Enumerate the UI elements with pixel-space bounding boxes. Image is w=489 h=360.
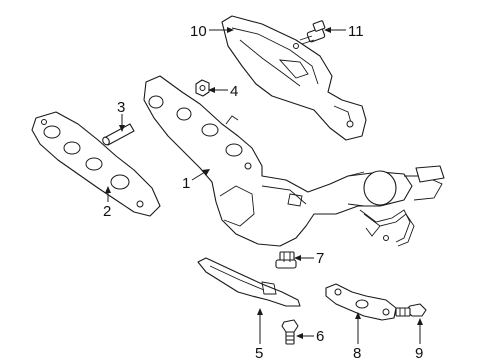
callout-8: 8: [353, 345, 361, 360]
bolt-11-part: [299, 20, 326, 45]
stud-3-part: [102, 123, 135, 146]
callout-2: 2: [103, 203, 111, 220]
callout-10: 10: [190, 23, 207, 40]
arrow-8: [355, 312, 361, 319]
bolt-9-part: [395, 303, 427, 317]
arrow-3: [119, 125, 125, 132]
lower-shield-5-part: [197, 257, 301, 307]
callout-4: 4: [230, 83, 238, 100]
callout-11: 11: [348, 23, 364, 40]
bolt-7-part: [275, 251, 297, 269]
bracket-8-part: [325, 283, 397, 321]
leader-lines: [105, 27, 423, 344]
nut-4-part: [195, 79, 210, 97]
callout-9: 9: [415, 345, 423, 360]
heat-shield-part: [221, 15, 367, 141]
arrow-7: [294, 255, 301, 261]
arrow-1: [202, 169, 210, 176]
leader-1: [191, 171, 206, 181]
callout-6: 6: [316, 328, 324, 345]
gasket-2-part: [31, 111, 161, 217]
callout-7: 7: [316, 250, 324, 267]
sensor-wires: [359, 209, 415, 247]
arrow-6: [296, 333, 303, 339]
arrow-2: [105, 186, 111, 193]
callout-5: 5: [255, 345, 263, 360]
exhaust-manifold-part: [143, 75, 445, 247]
bolt-6-part: [281, 319, 299, 345]
callout-labels: 10 11 4 3 2 1 7 5 6 8 9: [103, 23, 423, 360]
arrow-10: [227, 27, 234, 33]
arrow-4: [208, 87, 215, 93]
arrow-5: [257, 308, 263, 315]
arrow-11: [324, 27, 331, 33]
callout-3: 3: [117, 99, 125, 116]
callout-1: 1: [182, 175, 190, 192]
arrow-9: [417, 318, 423, 325]
